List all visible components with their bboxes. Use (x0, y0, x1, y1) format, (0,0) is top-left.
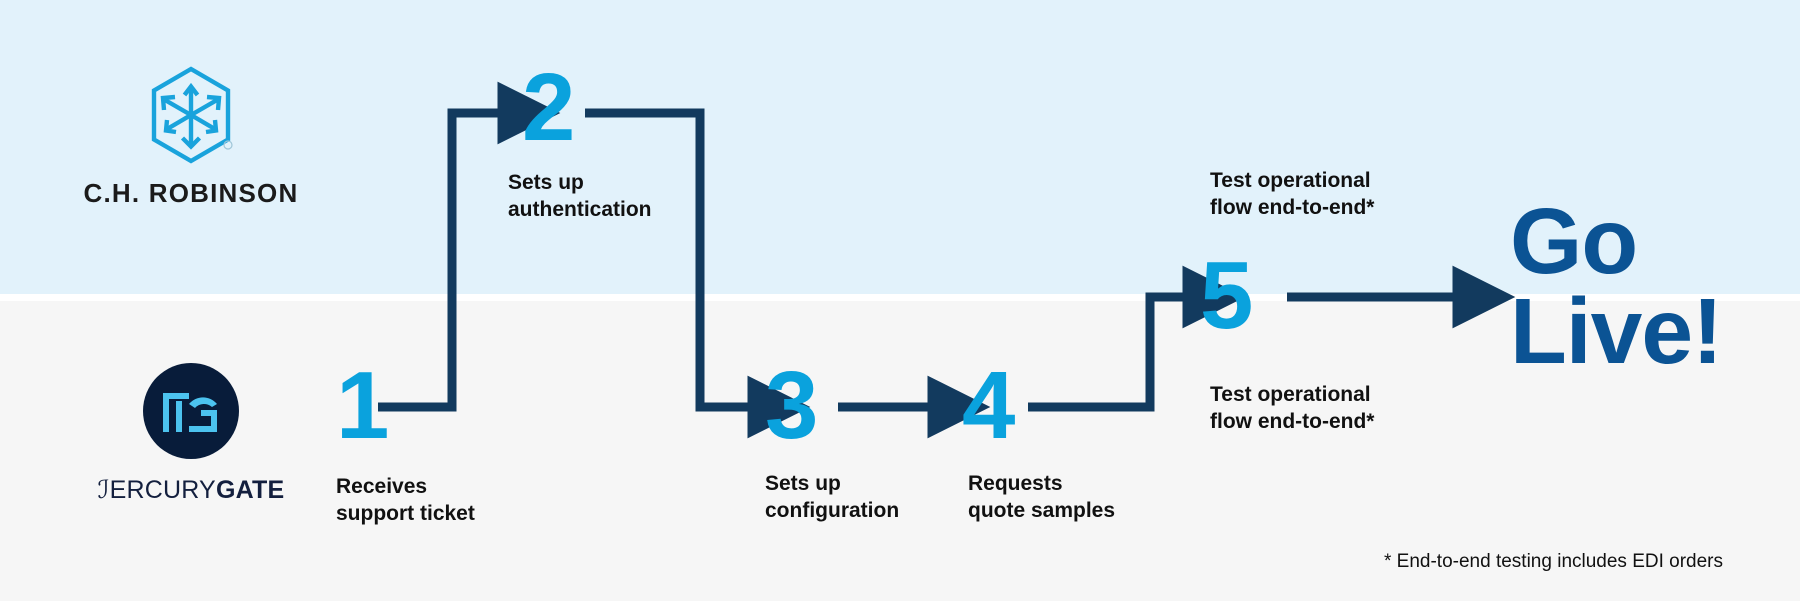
chrobinson-wordmark: C.H. ROBINSON (83, 178, 299, 208)
step-number-2: 2 (522, 54, 576, 161)
step-caption-3: Sets up configuration (765, 472, 900, 522)
lane-band-mercurygate (0, 301, 1800, 601)
lane-band-chrobinson (0, 0, 1800, 294)
step-caption-5-top: Test operational flow end-to-end* (1210, 169, 1375, 219)
step-caption-4: Requests quote samples (968, 472, 1116, 522)
step-caption-1: Receives support ticket (336, 475, 475, 525)
logo-chrobinson: C.H. ROBINSON (62, 66, 320, 209)
step-caption-5-bottom: Test operational flow end-to-end* (1210, 383, 1375, 433)
step-number-5: 5 (1200, 242, 1254, 349)
step-number-4: 4 (962, 352, 1016, 459)
mercurygate-wordmark: ℐERCURYGATE (62, 475, 320, 505)
go-live-label: Go Live! (1510, 189, 1723, 384)
step-number-1: 1 (336, 352, 390, 459)
step-number-3: 3 (765, 352, 819, 459)
footnote-text: * End-to-end testing includes EDI orders (1384, 551, 1724, 572)
mg-monogram-badge (143, 363, 239, 459)
mercurygate-wordmark-light: ℐERCURY (97, 476, 216, 504)
step-caption-2: Sets up authentication (508, 171, 652, 221)
connector-2-to-3 (585, 108, 811, 439)
mercurygate-wordmark-bold: GATE (215, 476, 285, 504)
connector-1-to-2 (378, 81, 561, 412)
connector-4-to-5 (1028, 265, 1246, 412)
logo-mercurygate: ℐERCURYGATE (62, 363, 320, 505)
cube-arrows-icon (151, 66, 233, 164)
mg-monogram-icon (163, 393, 217, 432)
